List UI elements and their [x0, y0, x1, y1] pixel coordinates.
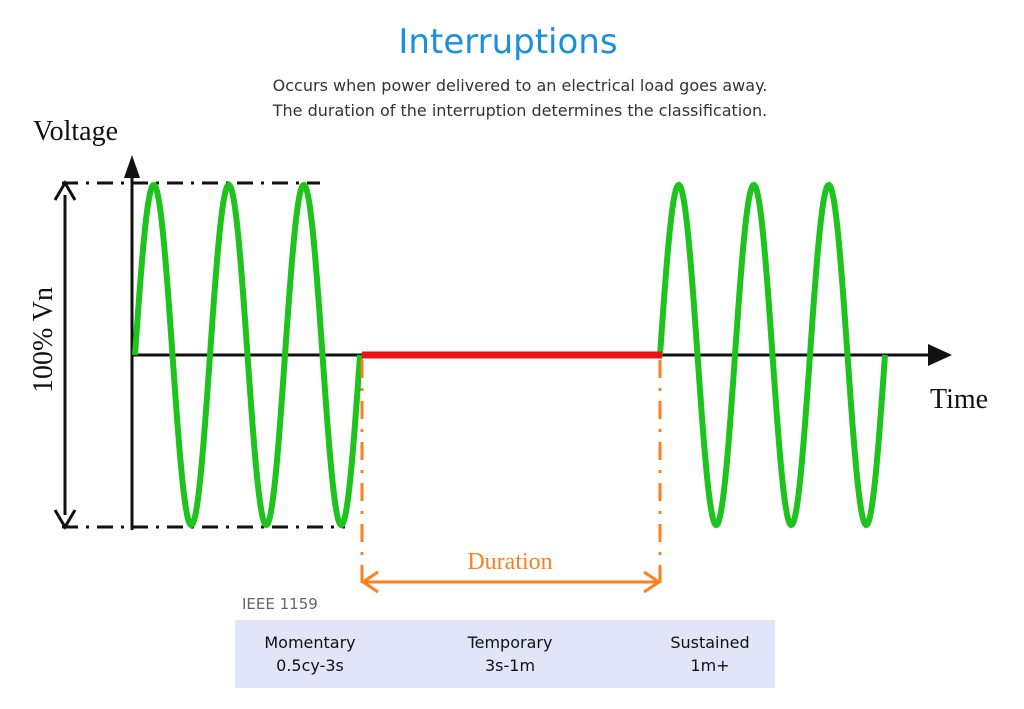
class-range: 3s-1m [484, 656, 536, 675]
class-range: 0.5cy-3s [276, 656, 344, 675]
class-range: 1m+ [690, 656, 730, 675]
class-temporary: Temporary 3s-1m [445, 631, 575, 677]
class-sustained: Sustained 1m+ [645, 631, 775, 677]
class-name: Temporary [467, 633, 553, 652]
class-momentary: Momentary 0.5cy-3s [245, 631, 375, 677]
waveform-before [132, 181, 363, 529]
y-axis-label: Voltage [33, 116, 118, 147]
x-axis-arrowhead [928, 344, 952, 366]
subtitle-line-2: The duration of the interruption determi… [272, 101, 768, 120]
class-name: Sustained [670, 633, 750, 652]
waveform-after [657, 181, 888, 529]
x-axis-label: Time [930, 384, 988, 415]
classification-table: Momentary 0.5cy-3s Temporary 3s-1m Susta… [235, 620, 775, 688]
title: Interruptions [398, 22, 618, 62]
amplitude-label: 100% Vn [28, 287, 59, 393]
duration-arrowheads [360, 570, 662, 594]
amplitude-arrowheads [53, 180, 77, 530]
standard-label: IEEE 1159 [242, 595, 318, 613]
y-axis-arrowhead [124, 155, 140, 178]
class-name: Momentary [264, 633, 356, 652]
subtitle-line-1: Occurs when power delivered to an electr… [272, 76, 768, 95]
duration-label: Duration [467, 549, 552, 575]
